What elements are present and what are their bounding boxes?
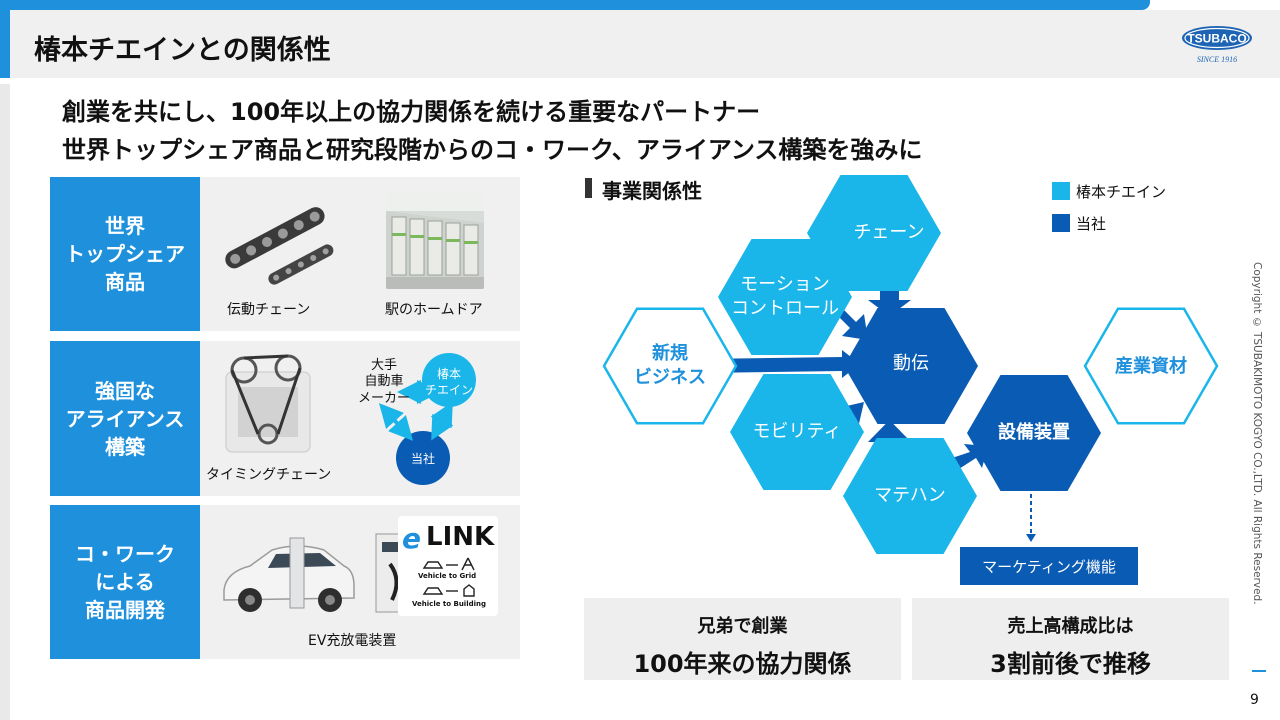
power-chain-image — [225, 207, 334, 285]
panel-label-alliance: 強固なアライアンス構築 — [50, 341, 200, 496]
elink-brand: LINK — [426, 522, 495, 552]
hex-mobility — [730, 374, 864, 490]
panel-label-1-line: 構築 — [105, 434, 145, 459]
sales-ratio-big-text: 3割前後で推移 — [990, 650, 1151, 678]
legend-label-tsubaki: 椿本チエイン — [1076, 183, 1167, 201]
hex-motion-control — [718, 239, 852, 355]
tsubaco-logo: TSUBACO SINCE 1916 — [1182, 26, 1252, 64]
tsubaki-node-label-line: 椿本 — [436, 367, 461, 381]
dashed-arrow-head — [1026, 534, 1036, 542]
caption-ev-charger: EV充放電装置 — [308, 633, 397, 649]
hex-setsubi — [967, 375, 1101, 491]
page-title: 椿本チエインとの関係性 — [34, 35, 331, 66]
top-accent-bar — [0, 0, 1150, 10]
hex-matehan — [843, 438, 977, 554]
page-number-mark — [1252, 670, 1266, 672]
business-heading: 事業関係性 — [602, 179, 702, 203]
title-accent — [0, 10, 10, 78]
hex-label-chain: チェーン — [853, 222, 925, 243]
panel-label-1-line: 強固な — [95, 378, 155, 403]
history-small-text: 兄弟で創業 — [697, 616, 788, 637]
automaker-label-line: 自動車 — [364, 374, 404, 390]
caption-timing-chain: タイミングチェーン — [206, 467, 332, 483]
legend-label-company: 当社 — [1076, 215, 1107, 233]
caption-platform-door: 駅のホームドア — [385, 302, 483, 318]
left-rail — [0, 84, 10, 720]
panel-label-2-line: 商品開発 — [85, 598, 165, 622]
legend-swatch-tsubaki — [1052, 182, 1070, 200]
panel-label-1-line: アライアンス — [65, 406, 185, 431]
bottom-box-history: 兄弟で創業 100年来の協力関係 — [584, 598, 901, 680]
svg-text:TSUBACO: TSUBACO — [1187, 32, 1246, 46]
car-grid-icon — [422, 557, 475, 571]
automaker-label-line: 大手 — [370, 358, 397, 373]
automaker-label: 大手自動車メーカー — [352, 358, 416, 407]
hex-sangyo-shizai — [1083, 307, 1219, 425]
business-hex-diagram — [602, 175, 1219, 554]
platform-door-image — [386, 193, 484, 289]
v2g-label: Vehicle to Grid — [418, 572, 477, 580]
alliance-diagram — [378, 353, 476, 485]
panel-label-2-line: コ・ワーク — [75, 542, 175, 566]
marketing-box: マーケティング機能 — [960, 547, 1138, 585]
marketing-label: マーケティング機能 — [982, 557, 1116, 576]
headline-2: 世界トップシェア商品と研究段階からのコ・ワーク、アライアンス構築を強みに — [62, 136, 923, 164]
elink-logo-box: e LINK Vehicle to Grid Vehicle to Buildi… — [398, 516, 498, 616]
hex-chain — [807, 175, 941, 291]
hex-dendo — [844, 308, 978, 424]
panel-label-0-line: トップシェア — [65, 242, 185, 266]
tsubaki-node-label-line: チエイン — [424, 382, 473, 397]
timing-chain-image — [225, 354, 311, 453]
bottom-box-sales-ratio: 売上高構成比は 3割前後で推移 — [912, 598, 1229, 680]
hex-new-business — [602, 307, 738, 425]
page-number: 9 — [1250, 692, 1259, 708]
hex-label-new-business-line: ビジネス — [634, 367, 706, 389]
hex-label-motion-control-line: モーション — [740, 274, 830, 295]
hex-label-mobility: モビリティ — [752, 421, 842, 442]
hex-label-motion-control-line: コントロール — [731, 298, 839, 320]
section-marker — [585, 178, 592, 198]
hex-label-motion-control: モーションコントロール — [720, 273, 850, 322]
sales-ratio-small-text: 売上高構成比は — [1007, 616, 1134, 637]
copyright-text: Copyright © TSUBAKIMOTO KOGYO CO.,LTD. A… — [1251, 262, 1263, 605]
legend-swatch-company — [1052, 214, 1070, 232]
hex-label-matehan: マテハン — [874, 485, 946, 506]
tsubaki-node-label: 椿本チエイン — [424, 367, 474, 398]
svg-text:SINCE 1916: SINCE 1916 — [1197, 55, 1237, 64]
panel-label-2-line: による — [95, 570, 155, 594]
hex-label-sangyo-shizai: 産業資材 — [1115, 356, 1187, 377]
hex-label-dendo: 動伝 — [893, 353, 929, 374]
panel-label-0-line: 世界 — [105, 214, 145, 238]
caption-power-chain: 伝動チェーン — [227, 302, 311, 318]
automaker-label-line: メーカー — [357, 390, 410, 406]
history-big-text: 100年来の協力関係 — [633, 650, 852, 678]
ev-charger-image — [223, 533, 405, 613]
title-band — [0, 10, 1280, 78]
elink-e-mark: e — [402, 522, 421, 555]
panel-label-cowork: コ・ワークによる商品開発 — [50, 505, 200, 659]
v2b-label: Vehicle to Building — [412, 600, 487, 608]
headline-1: 創業を共にし、100年以上の協力関係を続ける重要なパートナー — [62, 98, 761, 126]
company-node-label: 当社 — [410, 452, 435, 466]
panel-label-0-line: 商品 — [105, 270, 145, 294]
hex-label-new-business: 新規ビジネス — [605, 342, 735, 391]
panel-label-top-share: 世界トップシェア商品 — [50, 177, 200, 331]
arrow-newbiz-to-dendo — [700, 350, 860, 378]
car-building-icon — [422, 584, 475, 597]
hex-label-setsubi: 設備装置 — [998, 422, 1070, 443]
hex-label-new-business-line: 新規 — [652, 343, 688, 364]
